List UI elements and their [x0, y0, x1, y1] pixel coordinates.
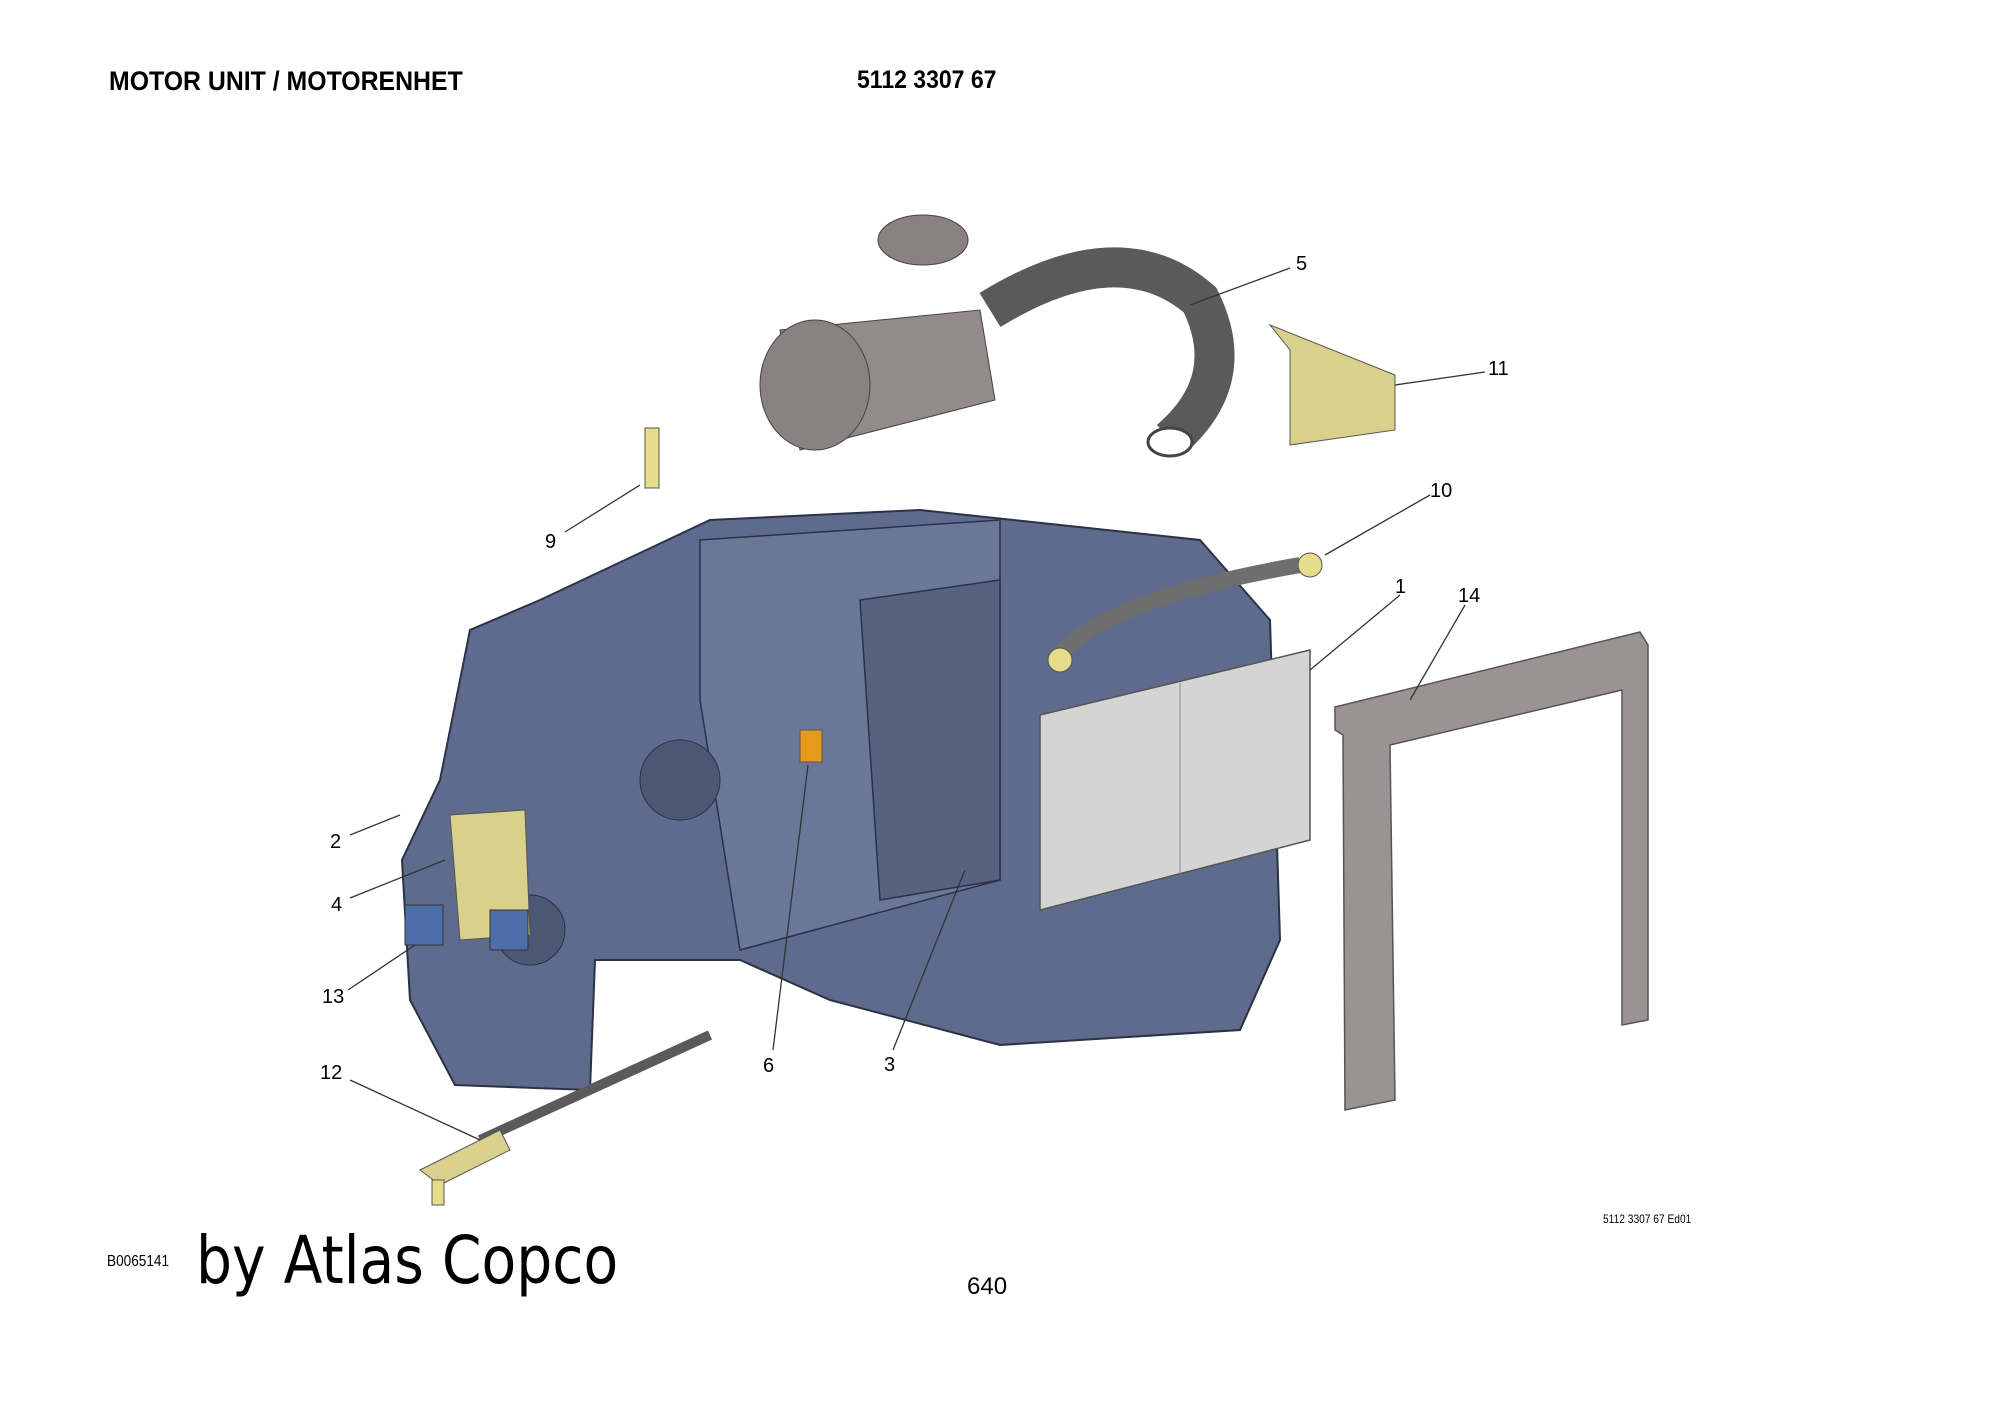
part-5-air-filter[interactable] — [759, 214, 1235, 458]
callout-11: 11 — [1488, 358, 1509, 380]
part-14-frame[interactable] — [1334, 631, 1649, 1111]
page-title: MOTOR UNIT / MOTORENHET — [109, 66, 463, 96]
part-6-sensor[interactable] — [799, 729, 823, 763]
edition-label: 5112 3307 67 Ed01 — [1603, 1212, 1692, 1226]
part-11-bracket[interactable] — [1268, 323, 1396, 446]
callout-5: 5 — [1296, 253, 1307, 275]
part-10-coolant-hose[interactable] — [1047, 552, 1323, 673]
part-12-drain-hose[interactable] — [419, 1030, 713, 1206]
callout-4: 4 — [331, 894, 342, 916]
callout-14: 14 — [1458, 585, 1480, 607]
leader-lines — [347, 267, 1486, 1141]
callout-6: 6 — [763, 1055, 774, 1077]
part-13-rubber-mount-2[interactable] — [489, 909, 529, 951]
part-number: 5112 3307 67 — [857, 66, 997, 94]
callout-9: 9 — [545, 531, 556, 553]
callout-13: 13 — [322, 986, 344, 1008]
callout-labels: 5 11 10 9 1 14 2 4 13 12 6 3 — [320, 253, 1509, 1084]
callout-2: 2 — [330, 831, 341, 853]
callout-12: 12 — [320, 1062, 342, 1084]
part-9-fitting[interactable] — [644, 427, 660, 489]
brand-text: by Atlas Copco — [196, 1222, 619, 1299]
part-1-radiator[interactable] — [1039, 649, 1311, 911]
callout-1: 1 — [1395, 576, 1406, 598]
callout-10: 10 — [1430, 480, 1452, 502]
callout-3: 3 — [884, 1054, 895, 1076]
drawing-id: B0065141 — [107, 1253, 170, 1270]
page-number: 640 — [967, 1273, 1008, 1300]
part-13-rubber-mount[interactable] — [404, 904, 444, 946]
part-4-mount-bracket[interactable] — [449, 809, 531, 941]
